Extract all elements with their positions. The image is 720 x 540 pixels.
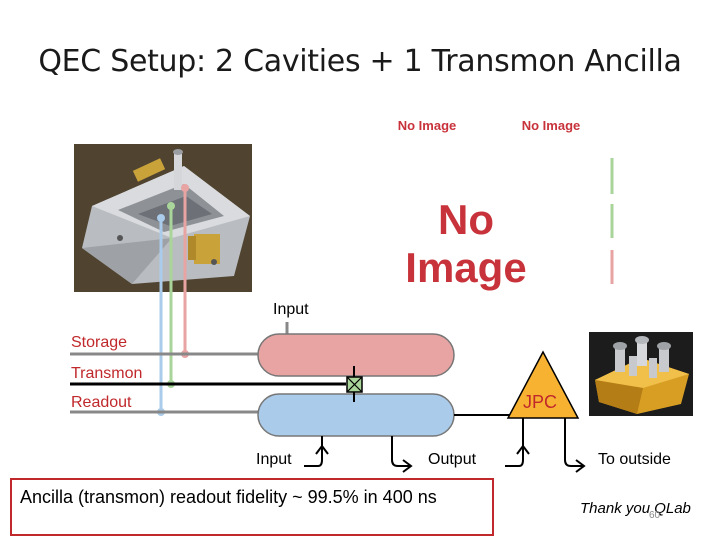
thanks-note: Thank you QLab xyxy=(580,500,691,517)
placeholder-text: No Image xyxy=(397,118,457,133)
readout-label: Readout xyxy=(71,394,132,411)
jpc-amplifier xyxy=(506,350,580,419)
placeholder-image-small-1: No Image xyxy=(388,118,466,133)
input-top-label: Input xyxy=(273,301,309,318)
storage-label: Storage xyxy=(71,334,128,351)
placeholder-image-large: No Image xyxy=(378,196,554,292)
input-arrow-icon xyxy=(304,444,329,467)
fidelity-callout: Ancilla (transmon) readout fidelity ~ 99… xyxy=(10,478,494,536)
placeholder-image-small-2: No Image xyxy=(512,118,590,133)
jpc-photo xyxy=(585,328,697,420)
output-arrow-icon xyxy=(391,448,413,473)
input-bottom-label: Input xyxy=(256,451,292,468)
placeholder-text: No Image xyxy=(405,196,527,291)
to-outside-arrow-icon xyxy=(564,448,586,473)
output-label: Output xyxy=(428,451,477,468)
fidelity-text: Ancilla (transmon) readout fidelity ~ 99… xyxy=(20,487,437,507)
jpc-input-arrow-icon xyxy=(505,444,530,467)
transmon-label: Transmon xyxy=(71,365,143,382)
placeholder-text: No Image xyxy=(521,118,581,133)
slide-title: QEC Setup: 2 Cavities + 1 Transmon Ancil… xyxy=(38,44,682,79)
page-number: 60 xyxy=(649,510,661,521)
storage-cavity xyxy=(257,333,455,377)
readout-cavity xyxy=(257,393,455,437)
to-outside-label: To outside xyxy=(598,451,671,468)
jpc-label: JPC xyxy=(523,392,558,412)
